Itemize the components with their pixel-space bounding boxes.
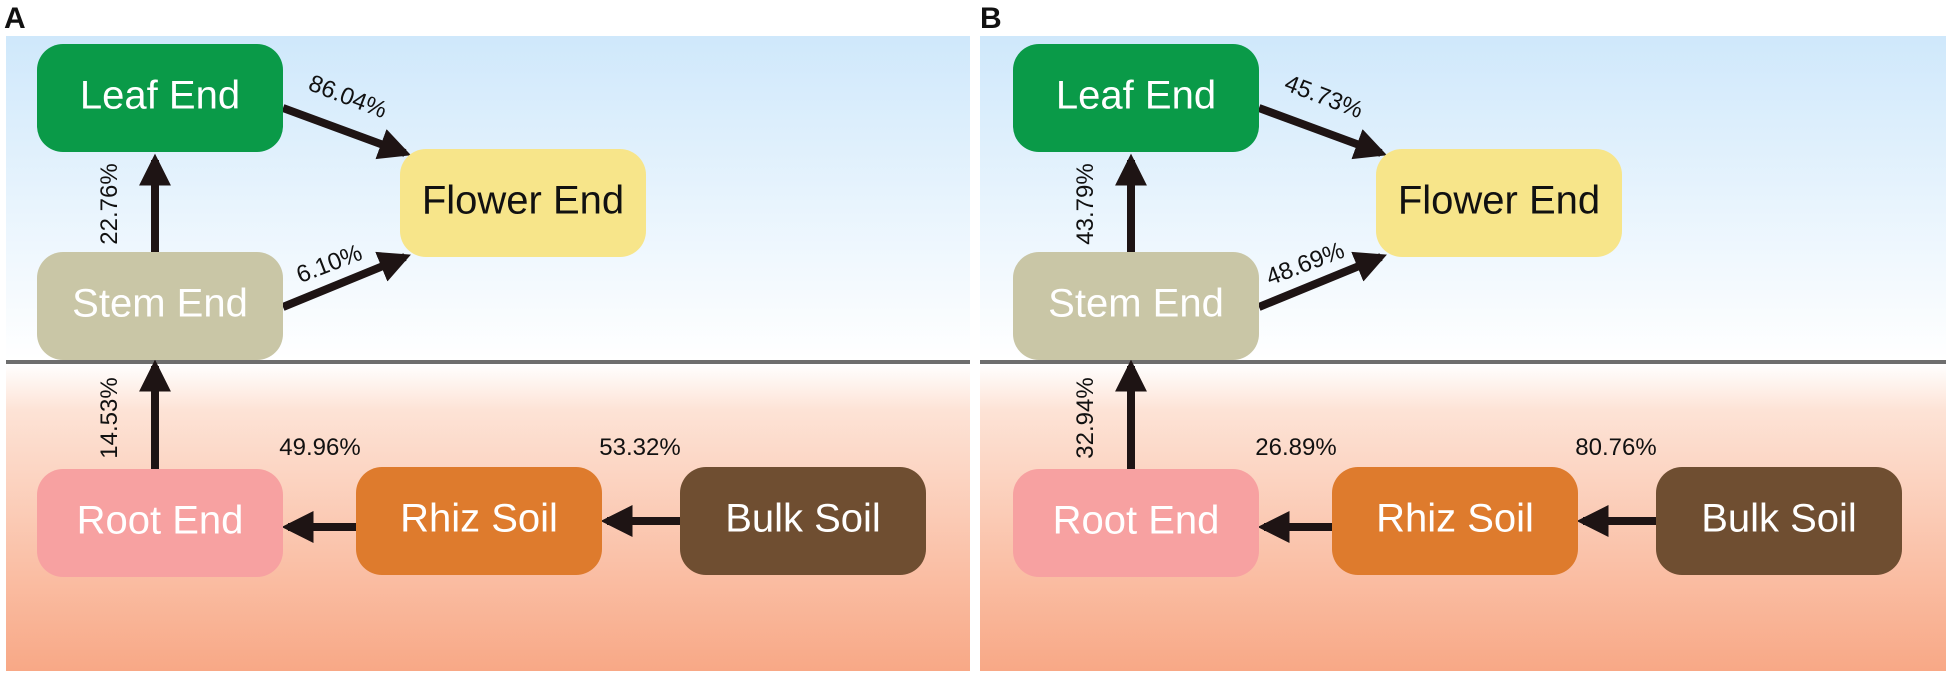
panel-b-letter: B (980, 2, 1002, 35)
edge-label-bulk-to-rhiz: 80.76% (1575, 434, 1656, 461)
node-stem-end: Stem End (1013, 252, 1259, 360)
arrow-leaf-to-flower (1257, 104, 1388, 160)
node-leaf-end-label: Leaf End (1056, 74, 1216, 118)
node-bulk-soil: Bulk Soil (680, 467, 926, 575)
edge-label-root-to-stem: 32.94% (1072, 377, 1099, 458)
node-root-end: Root End (37, 469, 283, 577)
edge-label-bulk-to-rhiz: 53.32% (599, 434, 680, 461)
node-root-end-label: Root End (1053, 499, 1220, 543)
node-stem-end: Stem End (37, 252, 283, 360)
arrow-leaf-to-flower (281, 104, 412, 160)
node-bulk-soil-label: Bulk Soil (1701, 497, 1857, 541)
node-rhiz-soil: Rhiz Soil (1332, 467, 1578, 575)
panel-a-letter: A (4, 2, 26, 35)
node-root-end: Root End (1013, 469, 1259, 577)
edge-label-stem-to-leaf: 22.76% (96, 163, 123, 244)
panel-a: Leaf End Flower End Stem End Root End Rh… (4, 2, 970, 671)
node-bulk-soil-label: Bulk Soil (725, 497, 881, 541)
panel-a-canvas: Leaf End Flower End Stem End Root End Rh… (6, 36, 970, 671)
node-rhiz-soil-label: Rhiz Soil (400, 497, 558, 541)
arrow-stem-to-flower (281, 251, 411, 311)
edge-label-rhiz-to-root: 49.96% (279, 434, 360, 461)
node-root-end-label: Root End (77, 499, 244, 543)
node-rhiz-soil: Rhiz Soil (356, 467, 602, 575)
edge-label-root-to-stem: 14.53% (96, 377, 123, 458)
node-flower-end: Flower End (400, 149, 646, 257)
node-leaf-end: Leaf End (1013, 44, 1259, 152)
node-stem-end-label: Stem End (72, 282, 248, 326)
arrow-stem-to-flower (1257, 251, 1387, 311)
node-stem-end-label: Stem End (1048, 282, 1224, 326)
node-leaf-end: Leaf End (37, 44, 283, 152)
node-flower-end-label: Flower End (422, 179, 624, 223)
node-rhiz-soil-label: Rhiz Soil (1376, 497, 1534, 541)
node-bulk-soil: Bulk Soil (1656, 467, 1902, 575)
panel-b: Leaf End Flower End Stem End Root End Rh… (976, 0, 1951, 673)
node-flower-end-label: Flower End (1398, 179, 1600, 223)
node-leaf-end-label: Leaf End (80, 74, 240, 118)
edge-label-stem-to-leaf: 43.79% (1072, 163, 1099, 244)
node-flower-end: Flower End (1376, 149, 1622, 257)
edge-label-rhiz-to-root: 26.89% (1255, 434, 1336, 461)
panel-b-canvas: Leaf End Flower End Stem End Root End Rh… (980, 36, 1946, 671)
